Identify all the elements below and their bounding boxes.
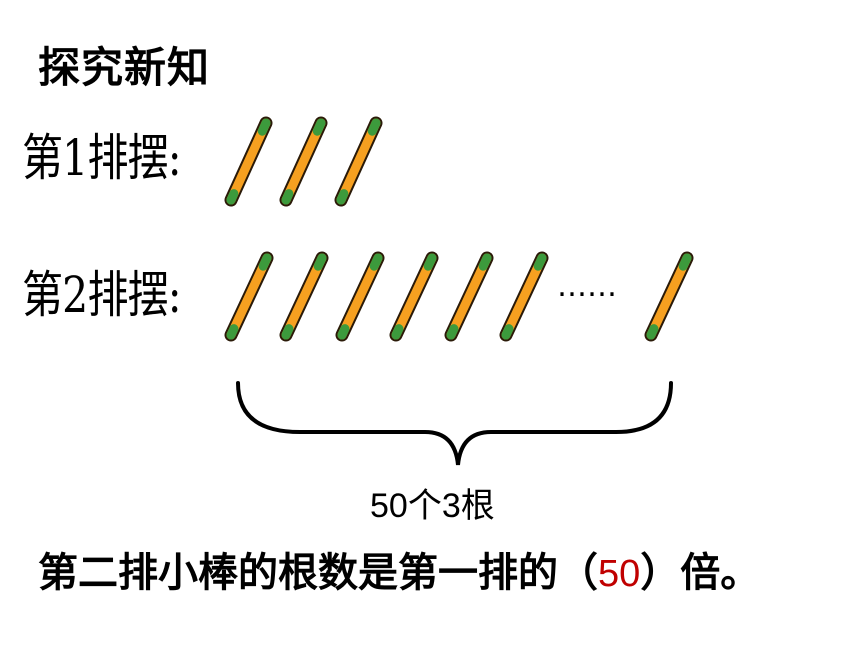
row1-label: 第1排摆: (22, 129, 182, 187)
row2-sticks (224, 251, 694, 342)
stick (644, 251, 694, 342)
sentence-before: 第二排小棒的根数是第一排的（ (38, 550, 598, 596)
caption-text: 50个3根 (370, 487, 495, 525)
question-sentence: 第二排小棒的根数是第一排的（50）倍。 (38, 540, 760, 598)
sentence-after: ）倍。 (640, 550, 761, 596)
curly-brace (236, 381, 673, 466)
page-title: 探究新知 (38, 43, 211, 92)
stick (444, 251, 494, 342)
stick (389, 251, 439, 342)
answer-value: 50 (598, 553, 641, 595)
stick (224, 116, 273, 207)
stick (334, 116, 383, 207)
row1-sticks (224, 116, 383, 207)
ellipsis-text: …… (557, 269, 617, 304)
stick (279, 116, 328, 207)
stick (335, 251, 385, 342)
row2-label: 第2排摆: (22, 266, 182, 324)
stick (279, 251, 329, 342)
stick (499, 251, 549, 342)
stick (224, 251, 274, 342)
